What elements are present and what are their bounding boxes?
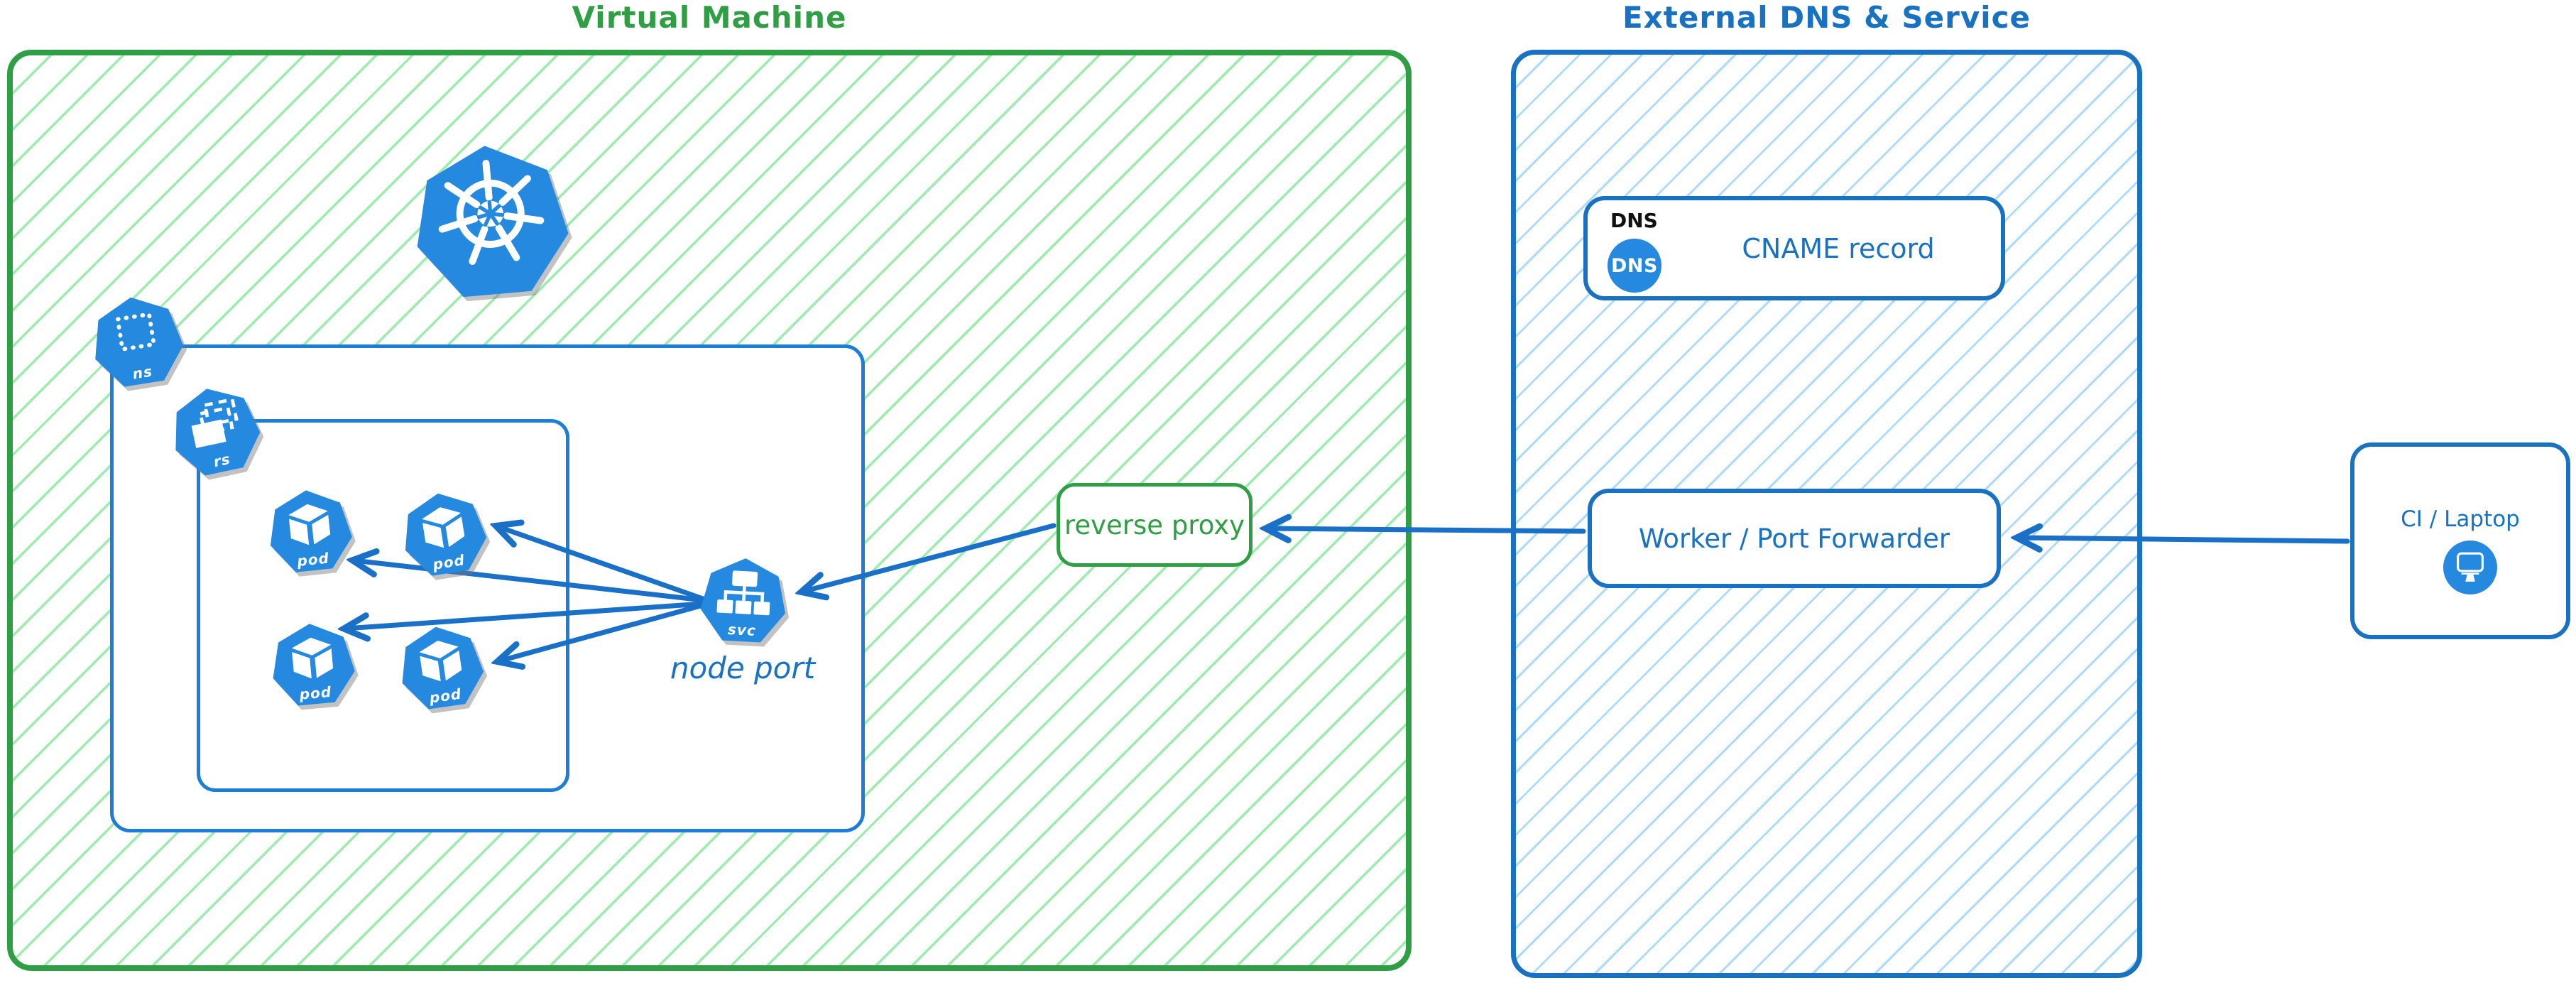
node-port-caption: node port [670,651,816,685]
kubernetes-logo-icon [414,146,569,300]
dns-tag: DNS [1610,209,1658,232]
dotted-square-icon [97,298,176,376]
pod-icon-2: pod [403,493,486,577]
cube-icon [275,492,345,563]
worker-port-forwarder-label: Worker / Port Forwarder [1638,523,1950,554]
external-group-title: External DNS & Service [1622,0,2031,35]
replicaset-icon: rs [172,388,260,476]
kubernetes-wheel-icon [427,150,554,277]
cube-icon [408,494,481,567]
cube-icon [278,626,347,695]
namespace-icon: ns [92,297,183,388]
dns-node: DNS DNS CNAME record [1583,196,2005,300]
worker-port-forwarder-node: Worker / Port Forwarder [1588,489,2001,588]
stacked-rects-icon [175,387,255,467]
monitor-badge [2443,541,2497,594]
vm-group-title: Virtual Machine [572,0,847,35]
cube-icon [405,627,476,699]
pod-icon-1: pod [268,490,352,574]
monitor-icon [2457,552,2484,582]
cname-record-label: CNAME record [1742,232,1935,264]
pod-icon-4: pod [400,626,484,710]
service-tree-icon [709,562,778,631]
ci-laptop-label: CI / Laptop [2401,506,2520,532]
pod-icon-3: pod [271,624,355,707]
ci-laptop-node: CI / Laptop [2350,442,2570,639]
service-icon-label: svc [727,621,757,640]
reverse-proxy-node: reverse proxy [1057,483,1252,567]
service-icon: svc [700,558,787,645]
dns-badge-icon: DNS [1608,239,1661,293]
reverse-proxy-label: reverse proxy [1064,509,1245,541]
